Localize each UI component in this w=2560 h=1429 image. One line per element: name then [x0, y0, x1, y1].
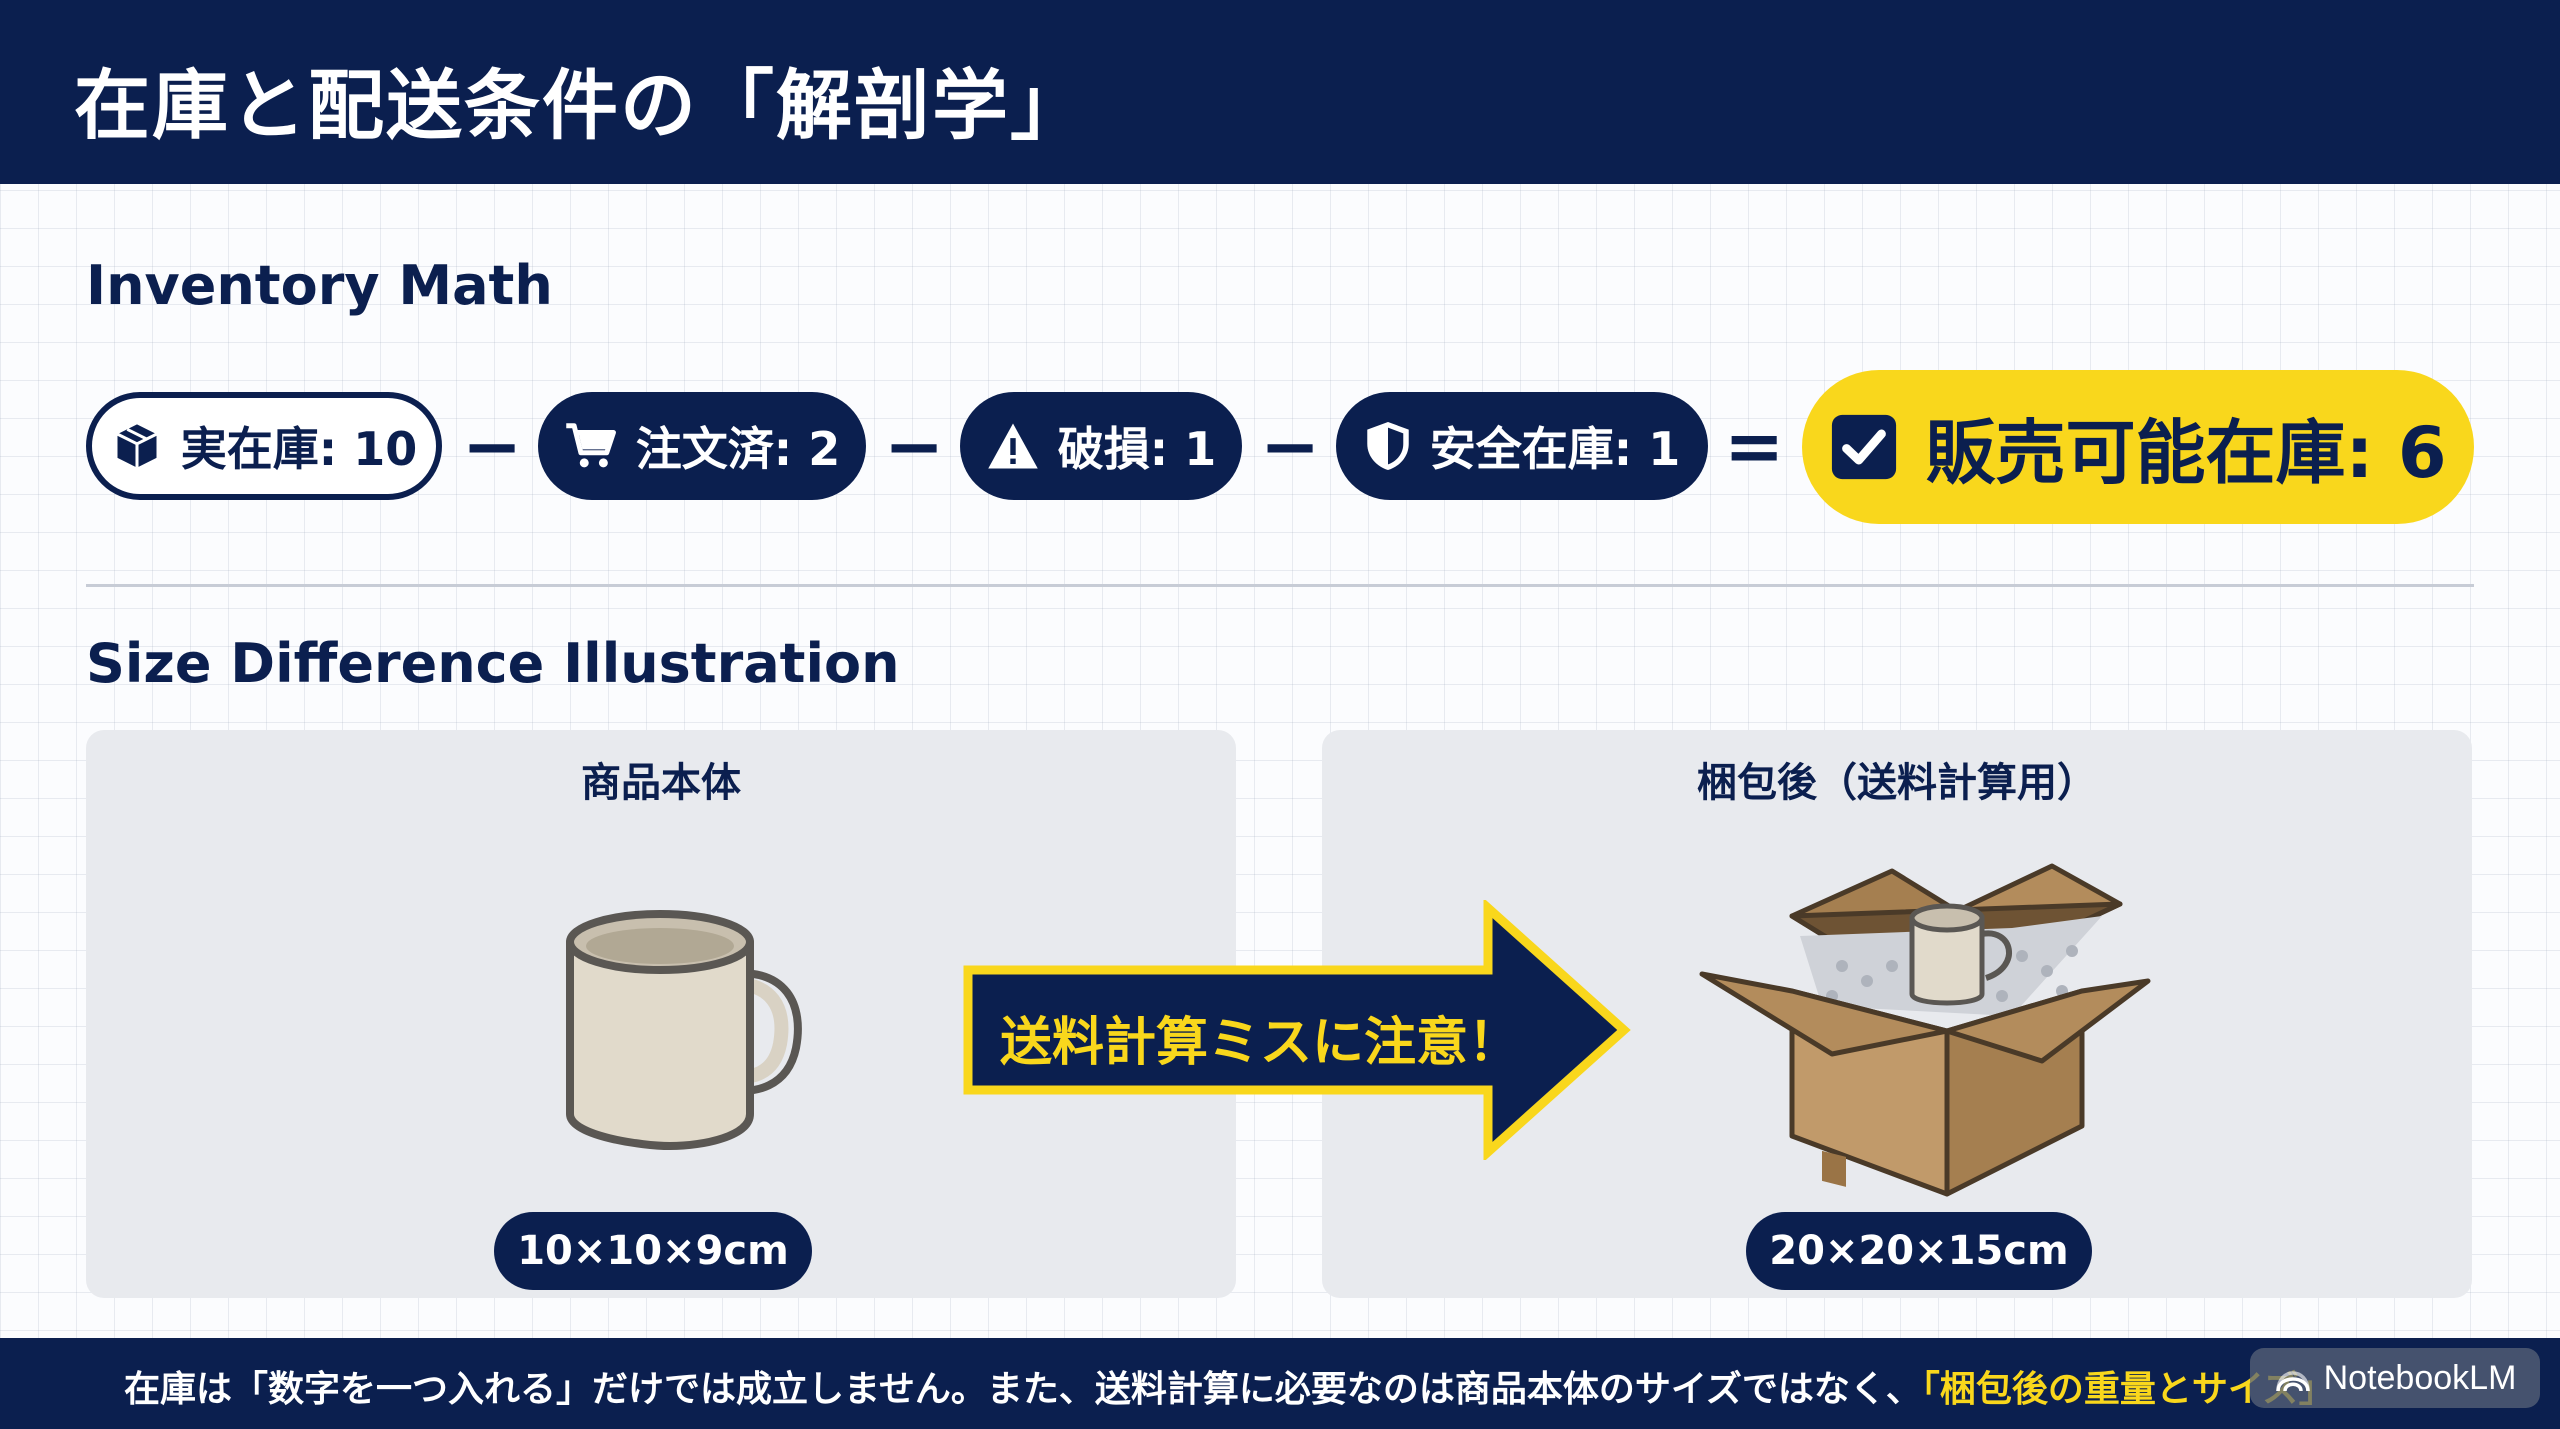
- safety-stock-pill: 安全在庫: 1: [1336, 392, 1708, 500]
- minus-operator-3: −: [1260, 404, 1321, 488]
- watermark-label: NotebookLM: [2323, 1358, 2517, 1397]
- equals-operator: =: [1724, 404, 1785, 488]
- actual-stock-label: 実在庫: 10: [180, 422, 418, 476]
- box-illustration: [1699, 863, 2151, 1197]
- cart-icon: [566, 423, 616, 468]
- product-dimensions: 10×10×9cm: [494, 1212, 812, 1290]
- notebooklm-logo-icon: [2275, 1371, 2310, 1392]
- footer-text: 在庫は「数字を一つ入れる」だけでは成立しません。また、送料計算に必要なのは商品本…: [124, 1369, 1922, 1410]
- ordered-pill: 注文済: 2: [538, 392, 866, 500]
- inventory-section-title: Inventory Math: [86, 254, 553, 317]
- available-stock-label: 販売可能在庫: 6: [1925, 411, 2447, 494]
- minus-operator-2: −: [884, 404, 945, 488]
- notebooklm-watermark: NotebookLM: [2250, 1348, 2540, 1408]
- page-title: 在庫と配送条件の「解剖学」: [74, 61, 1088, 150]
- warning-icon: [988, 423, 1038, 469]
- box-icon: [116, 424, 157, 468]
- available-stock-result: 販売可能在庫: 6: [1802, 370, 2474, 524]
- packed-dimensions: 20×20×15cm: [1746, 1212, 2092, 1290]
- warning-arrow-text: 送料計算ミスに注意！: [1000, 1013, 1521, 1073]
- actual-stock-pill: 実在庫: 10: [86, 392, 442, 500]
- footer-caption-bar: 在庫は「数字を一つ入れる」だけでは成立しません。また、送料計算に必要なのは商品本…: [0, 1338, 2560, 1429]
- product-panel-label: 商品本体: [581, 760, 741, 806]
- footer-caption: 在庫は「数字を一つ入れる」だけでは成立しません。また、送料計算に必要なのは商品本…: [124, 1360, 2335, 1412]
- size-section-title: Size Difference Illustration: [86, 632, 900, 695]
- section-divider: [86, 584, 2474, 587]
- checkbox-icon: [1832, 414, 1897, 480]
- title-bar: 在庫と配送条件の「解剖学」: [0, 0, 2560, 184]
- damaged-label: 破損: 1: [1057, 422, 1217, 476]
- mug-illustration: [566, 910, 802, 1150]
- shield-icon: [1367, 422, 1409, 470]
- ordered-label: 注文済: 2: [635, 422, 841, 476]
- minus-operator-1: −: [462, 404, 523, 488]
- packed-panel-label: 梱包後（送料計算用）: [1697, 760, 2097, 806]
- safety-stock-label: 安全在庫: 1: [1429, 422, 1681, 476]
- warning-arrow: [963, 900, 1631, 1160]
- damaged-pill: 破損: 1: [960, 392, 1242, 500]
